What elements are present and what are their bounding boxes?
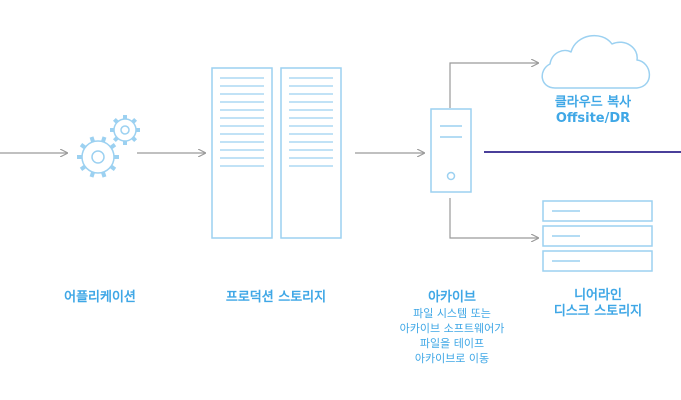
archive-desc-line-3: 파일을 테이프 bbox=[419, 336, 485, 350]
application-label: 어플리케이션 bbox=[64, 290, 136, 305]
gear-tooth bbox=[89, 171, 95, 178]
nearline-storage-label: 니어라인 디스크 스토리지 bbox=[540, 288, 656, 319]
archive-description: 파일 시스템 또는 아카이브 소프트웨어가 파일을 테이프 아카이브로 이동 bbox=[382, 307, 522, 366]
arrow-archive-to-cloud bbox=[449, 63, 538, 108]
gear-tooth bbox=[89, 136, 95, 143]
storage-rack-icon bbox=[211, 67, 342, 239]
gear-tooth bbox=[109, 143, 117, 150]
archive-desc-line-2: 아카이브 소프트웨어가 bbox=[399, 321, 505, 335]
gear-tooth bbox=[79, 164, 87, 171]
server-tower-icon bbox=[430, 108, 472, 193]
cloud-copy-line-2: Offsite/DR bbox=[555, 110, 631, 126]
archive-label: 아카이브 bbox=[428, 290, 476, 305]
gear-tooth bbox=[101, 136, 107, 143]
cloud-icon bbox=[541, 34, 651, 89]
gear-tooth bbox=[112, 117, 119, 124]
arrow-archive-to-nearline bbox=[449, 198, 538, 238]
disk-stack-icon bbox=[542, 200, 653, 272]
gear-tooth bbox=[131, 136, 138, 143]
production-storage-label: 프로덕션 스토리지 bbox=[225, 290, 327, 305]
nearline-line-1: 니어라인 bbox=[574, 288, 622, 303]
cloud-copy-line-1: 클라우드 복사 bbox=[554, 95, 632, 110]
gear-tooth bbox=[112, 136, 119, 143]
gears-icon bbox=[77, 115, 140, 178]
gear-tooth bbox=[101, 171, 107, 178]
gear-tooth bbox=[109, 164, 117, 171]
archive-desc-line-1: 파일 시스템 또는 bbox=[413, 307, 491, 320]
archive-desc-line-4: 아카이브로 이동 bbox=[414, 351, 490, 365]
cloud-copy-label: 클라우드 복사 Offsite/DR bbox=[548, 95, 638, 126]
gear-tooth bbox=[79, 143, 87, 150]
gear-tooth bbox=[131, 117, 138, 124]
nearline-line-2: 디스크 스토리지 bbox=[553, 303, 643, 319]
